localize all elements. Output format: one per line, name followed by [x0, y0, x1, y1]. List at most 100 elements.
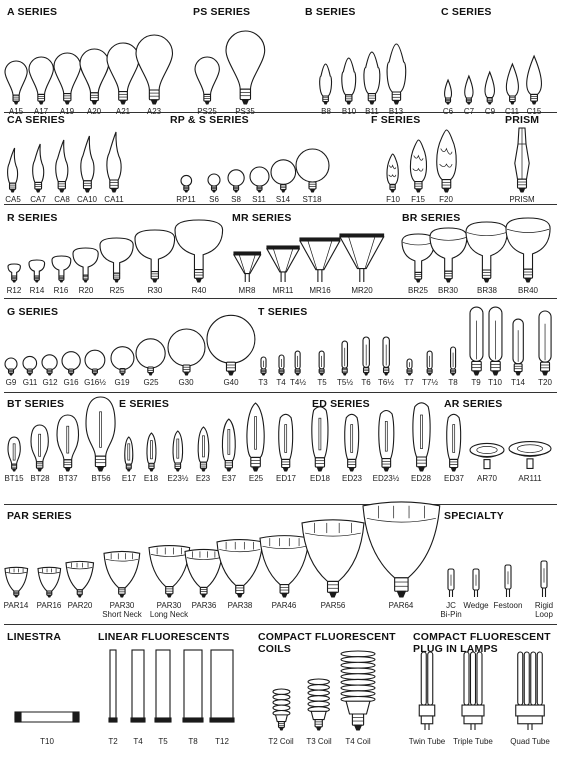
- bulb-ar-ar70: [469, 442, 505, 470]
- bulb-label: T8: [188, 737, 198, 746]
- bulb-ps-ps35: [225, 30, 265, 105]
- bulb-par-par38: [216, 539, 264, 598]
- bulb-label: R40: [191, 286, 207, 295]
- section-title-ar: AR SERIES: [444, 398, 503, 410]
- section-title-cflplug: COMPACT FLUORESCENT PLUG IN LAMPS: [413, 631, 551, 655]
- bulb-label: T4 Coil: [345, 737, 371, 746]
- bulb-e-e18: [145, 432, 157, 472]
- bulb-label: PAR36: [191, 601, 217, 610]
- bulb-mr-mr8: [232, 251, 262, 282]
- bulb-a-a23: [135, 34, 173, 105]
- bulb-a-a20: [79, 48, 109, 105]
- bulb-label: G19: [114, 378, 130, 387]
- bulb-label: ST18: [302, 195, 322, 204]
- bulb-r-r14: [28, 259, 46, 283]
- bulb-label: CA5: [5, 195, 21, 204]
- bulb-rps-s14: [270, 159, 296, 193]
- bulb-t-t5: [318, 350, 326, 376]
- bulb-label: T8: [448, 378, 458, 387]
- bulb-label: T5: [317, 378, 327, 387]
- bulb-label: G16: [63, 378, 79, 387]
- bulb-label: T4: [276, 378, 286, 387]
- bulb-label: PAR30 Long Neck: [149, 601, 189, 619]
- bulb-g-g19: [109, 346, 135, 376]
- bulb-cflcoils-t4-coil: [340, 650, 376, 731]
- bulb-br-br30: [428, 227, 467, 283]
- bulb-br-br38: [465, 221, 509, 283]
- section-title-br: BR SERIES: [402, 212, 461, 224]
- bulb-g-g40: [206, 314, 256, 376]
- bulb-label: E17: [121, 474, 137, 483]
- bulb-label: F15: [411, 195, 425, 204]
- bulb-label: S8: [231, 195, 241, 204]
- section-title-linestra: LINESTRA: [7, 631, 62, 643]
- bulb-bt-bt56: [85, 396, 117, 472]
- bulb-par-par30: [103, 550, 141, 598]
- bulb-par-par36: [184, 548, 224, 598]
- bulb-label: T12: [215, 737, 229, 746]
- bulb-rps-s8: [227, 169, 245, 193]
- bulb-cflplug-twin-tube: [418, 651, 436, 730]
- section-divider: [4, 298, 557, 299]
- bulb-e-e37: [222, 418, 236, 472]
- bulb-par-par30: [148, 544, 190, 598]
- bulb-f-f15: [409, 139, 427, 193]
- section-title-ps: PS SERIES: [193, 6, 251, 18]
- bulb-par-par16: [37, 566, 61, 598]
- bulb-specialty-festoon: [504, 564, 512, 597]
- section-title-r: R SERIES: [7, 212, 58, 224]
- bulb-label: G30: [178, 378, 194, 387]
- bulb-r-r30: [134, 229, 176, 283]
- bulb-c-c7: [464, 74, 474, 105]
- bulb-label: T3: [258, 378, 268, 387]
- bulb-label: BT15: [4, 474, 24, 483]
- bulb-cflcoils-t3-coil: [307, 678, 331, 731]
- bulb-label: ED17: [275, 474, 297, 483]
- bulb-label: G12: [42, 378, 58, 387]
- section-divider: [4, 624, 557, 625]
- bulb-label: MR11: [272, 286, 294, 295]
- bulb-label: S11: [252, 195, 266, 204]
- bulb-cflplug-quad-tube: [515, 651, 545, 730]
- bulb-label: T7½: [421, 378, 439, 387]
- section-divider: [4, 392, 557, 393]
- bulb-linear-t8: [182, 649, 204, 723]
- bulb-r-r40: [174, 219, 224, 283]
- bulb-label: C7: [463, 107, 475, 116]
- bulb-g-g11: [22, 355, 38, 376]
- bulb-label: R20: [78, 286, 94, 295]
- bulb-e-e25: [246, 402, 266, 472]
- bulb-par-par14: [4, 566, 28, 598]
- bulb-label: T20: [538, 378, 552, 387]
- bulb-label: BT28: [30, 474, 50, 483]
- bulb-label: T4½: [289, 378, 307, 387]
- bulb-label: PAR16: [36, 601, 62, 610]
- bulb-label: T7: [404, 378, 414, 387]
- bulb-ca-ca8: [55, 139, 69, 193]
- bulb-label: ED37: [443, 474, 465, 483]
- bulb-linestra-t10: [14, 711, 80, 723]
- bulb-f-f20: [435, 129, 457, 193]
- bulb-label: T2 Coil: [268, 737, 294, 746]
- section-divider: [4, 204, 557, 205]
- bulb-b-b10: [341, 57, 357, 105]
- bulb-label: PAR46: [271, 601, 297, 610]
- bulb-label: A17: [33, 107, 49, 116]
- bulb-ps-ps25: [194, 56, 220, 105]
- bulb-label: E25: [248, 474, 264, 483]
- bulb-t-t8: [449, 346, 457, 376]
- bulb-label: BT37: [58, 474, 78, 483]
- bulb-label: C9: [484, 107, 496, 116]
- bulb-label: B10: [341, 107, 357, 116]
- bulb-label: C6: [442, 107, 454, 116]
- bulb-label: Triple Tube: [453, 737, 493, 746]
- bulb-b-b13: [386, 43, 406, 105]
- bulb-label: PAR20: [67, 601, 93, 610]
- section-title-e: E SERIES: [119, 398, 170, 410]
- bulb-specialty-jc: [447, 568, 455, 597]
- bulb-ed-ed23: [344, 413, 360, 472]
- bulb-t-t20: [538, 310, 552, 376]
- section-title-f: F SERIES: [371, 114, 421, 126]
- bulb-label: Wedge: [463, 601, 489, 610]
- bulb-label: A23: [146, 107, 162, 116]
